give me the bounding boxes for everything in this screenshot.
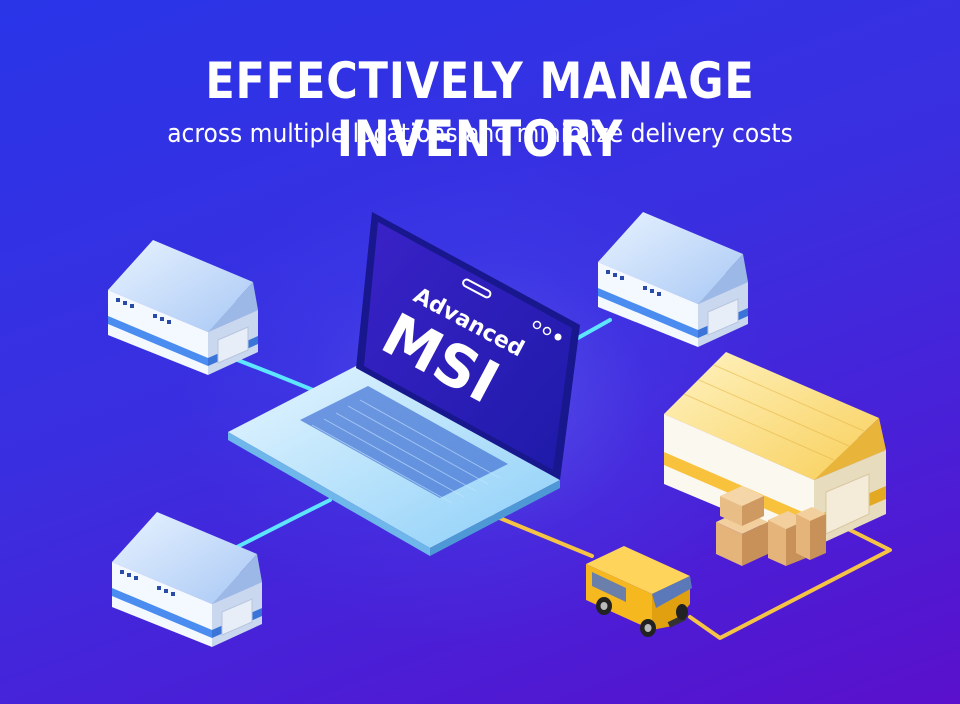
box-icon (716, 486, 826, 566)
warehouse-icon (598, 212, 748, 347)
delivery-van-icon (586, 546, 692, 637)
connector-bottom-left (233, 498, 332, 550)
page-subtitle: across multiple locations and minimize d… (167, 119, 793, 149)
connector-van-warehouse (688, 513, 892, 640)
warehouse-icon (112, 512, 262, 647)
warehouse-icon (108, 240, 258, 375)
connector-laptop-van (488, 512, 594, 558)
laptop-icon: Advanced MSI (228, 212, 580, 556)
page-title: EFFECTIVELY MANAGE INVENTORY (205, 52, 755, 168)
